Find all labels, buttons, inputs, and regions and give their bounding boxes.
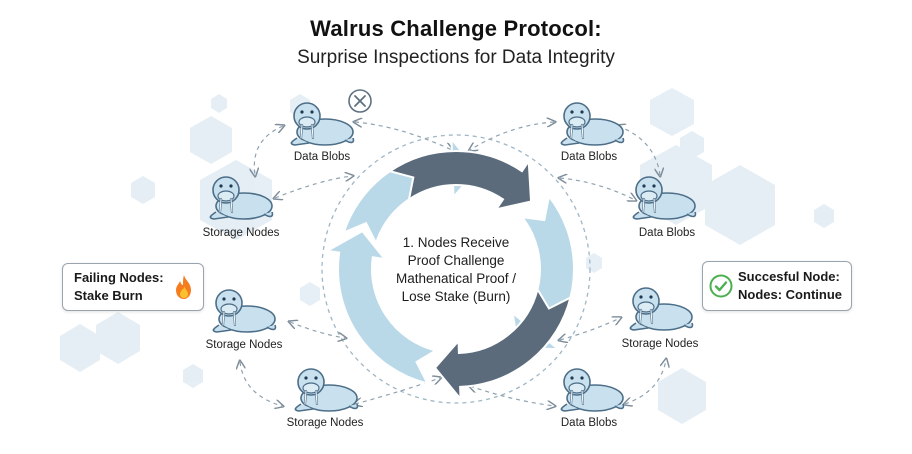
node-label-bottom-left: Storage Nodes <box>286 417 364 429</box>
connector-bottomleft-center <box>355 378 440 404</box>
center-line: Proof Challenge <box>407 253 505 268</box>
check-circle-icon <box>709 274 733 298</box>
hexagon <box>60 324 100 372</box>
connector-center-midright <box>560 178 635 200</box>
page-title: Walrus Challenge Protocol: <box>310 16 602 41</box>
walrus-icon <box>560 101 625 147</box>
cycle-arrow-bottom <box>433 286 572 402</box>
failing-callout-text: Failing Nodes: Stake Burn <box>74 269 164 305</box>
page-subtitle: Surprise Inspections for Data Integrity <box>297 47 615 68</box>
connector-lowerleft-center <box>290 322 345 338</box>
hexagon <box>586 253 602 273</box>
connector-topright-midright <box>618 126 660 175</box>
success-callout-line2: Nodes: Continue <box>738 287 842 302</box>
hexagon <box>650 88 694 136</box>
cycle-arrow-left <box>324 229 439 385</box>
connector-topleft-midleft <box>254 126 283 175</box>
node-label-top-right: Data Blobs <box>560 151 618 163</box>
walrus-icon <box>212 288 277 334</box>
hexagon <box>190 116 232 164</box>
node-label-top-left: Data Blobs <box>293 151 351 163</box>
success-callout-line1: Succesful Node: <box>738 269 840 284</box>
failing-callout-line1: Failing Nodes: <box>74 270 164 285</box>
node-label-bottom-right: Data Blobs <box>560 417 618 429</box>
center-line: Mathenatical Proof / <box>395 271 517 286</box>
connector-bottomright-lowerright <box>625 360 666 404</box>
hexagon <box>183 364 203 388</box>
node-label-lower-left: Storage Nodes <box>205 339 283 351</box>
hexagon <box>705 165 775 245</box>
hexagon <box>676 372 696 396</box>
failing-nodes-callout: Failing Nodes: Stake Burn <box>62 263 204 311</box>
outer-dashed-ring <box>321 134 591 404</box>
hexagon <box>211 94 227 113</box>
walrus-icon <box>560 367 625 413</box>
connector-lowerleft-bottomleft <box>240 362 282 406</box>
connector-topright-center <box>470 122 554 150</box>
center-line: Lose Stake (Burn) <box>401 289 511 304</box>
connector-topleft-center <box>355 122 452 150</box>
node-label-mid-left: Storage Nodes <box>202 227 280 239</box>
cycle-arrows <box>324 136 575 402</box>
node-label-mid-right: Data Blobs <box>638 227 696 239</box>
hexagon <box>300 282 320 306</box>
center-description: 1. Nodes Receive Proof Challenge Mathena… <box>381 234 531 306</box>
connector-center-bottomright <box>470 386 554 406</box>
connector-center-lowerright <box>560 318 620 340</box>
hexagon <box>131 176 155 204</box>
fire-icon <box>176 275 191 299</box>
dashed-connectors <box>240 122 666 406</box>
walrus-icon <box>294 367 359 413</box>
hexagon <box>814 204 834 228</box>
successful-node-callout: Succesful Node: Nodes: Continue <box>702 261 852 311</box>
failing-callout-line2: Stake Burn <box>74 288 143 303</box>
hexagon <box>96 312 140 364</box>
node-label-lower-right: Storage Nodes <box>621 338 699 350</box>
cycle-arrow-top <box>387 150 533 211</box>
walrus-icon <box>290 101 355 147</box>
success-callout-text: Succesful Node: Nodes: Continue <box>738 268 842 304</box>
connector-midleft-center <box>275 176 352 198</box>
close-circle-icon <box>348 89 372 113</box>
walrus-icon <box>629 286 694 332</box>
center-line: 1. Nodes Receive <box>402 235 510 250</box>
